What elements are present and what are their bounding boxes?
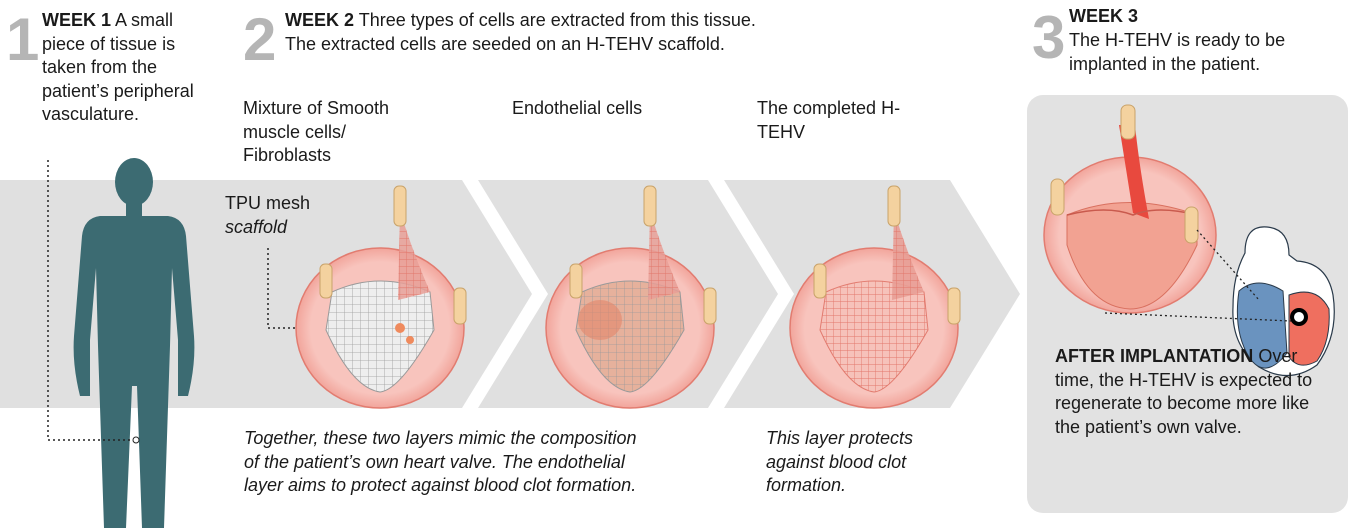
valve-stage-3 xyxy=(790,186,960,408)
caption-left: Together, these two layers mimic the com… xyxy=(244,427,644,498)
valve-stage-1 xyxy=(296,186,466,408)
valve-stage-2 xyxy=(546,186,716,408)
after-implantation-heading: AFTER IMPLANTATION xyxy=(1055,346,1253,366)
step-3-text: The H-TEHV is ready to be implanted in t… xyxy=(1069,29,1299,76)
caption-right: This layer protects against blood clot f… xyxy=(766,427,956,498)
after-implantation-text: AFTER IMPLANTATION Over time, the H-TEHV… xyxy=(1055,345,1330,439)
implanted-valve xyxy=(1044,105,1216,313)
step-3-heading: WEEK 3 xyxy=(1069,5,1138,29)
step-3-number: 3 xyxy=(1032,8,1065,68)
implanted-valve-and-heart xyxy=(1027,95,1348,513)
